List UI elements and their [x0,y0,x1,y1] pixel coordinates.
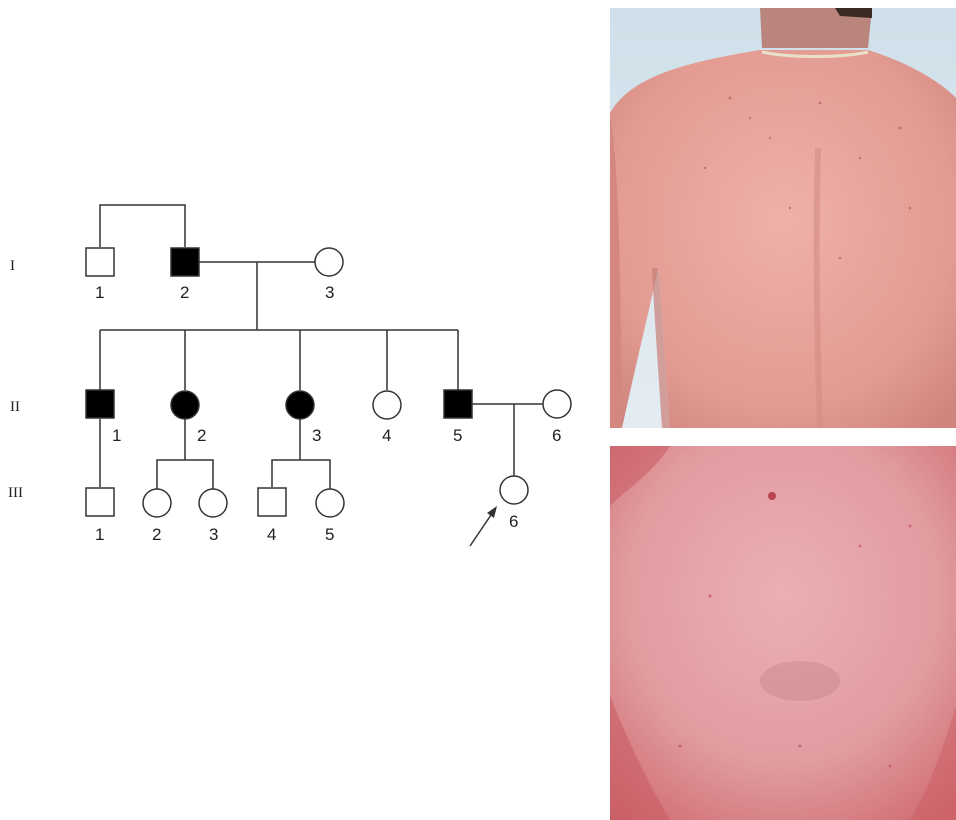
label-I-1: 1 [95,283,104,302]
label-III-3: 3 [209,525,218,544]
skin-closeup-photo [610,446,956,820]
label-II-1: 1 [112,426,121,445]
individual-II-3-affected-female [286,391,314,419]
label-I-2: 2 [180,283,189,302]
individual-II-1-affected-male [86,390,114,418]
label-II-2: 2 [197,426,206,445]
individual-II-5-affected-male [444,390,472,418]
individual-II-2-affected-female [171,391,199,419]
back-photo [610,8,956,428]
label-II-5: 5 [453,426,462,445]
individual-III-6-proband-female [500,476,528,504]
individual-III-1-unaffected-male [86,488,114,516]
label-III-1: 1 [95,525,104,544]
generation-label-I: I [10,258,15,274]
individual-II-4-unaffected-female [373,391,401,419]
label-I-3: 3 [325,283,334,302]
label-II-3: 3 [312,426,321,445]
label-III-2: 2 [152,525,161,544]
individual-I-3-unaffected-female [315,248,343,276]
label-III-5: 5 [325,525,334,544]
generation-label-III: III [8,485,23,501]
generation-label-II: II [10,399,20,415]
label-III-6: 6 [509,512,518,531]
label-II-4: 4 [382,426,391,445]
individual-III-4-unaffected-male [258,488,286,516]
label-II-6: 6 [552,426,561,445]
individual-I-2-affected-male [171,248,199,276]
pedigree-chart: I II III [0,0,600,820]
individual-II-6-unaffected-female [543,390,571,418]
individual-I-1-unaffected-male [86,248,114,276]
individual-III-3-unaffected-female [199,489,227,517]
individual-III-5-unaffected-female [316,489,344,517]
label-III-4: 4 [267,525,276,544]
individual-III-2-unaffected-female [143,489,171,517]
